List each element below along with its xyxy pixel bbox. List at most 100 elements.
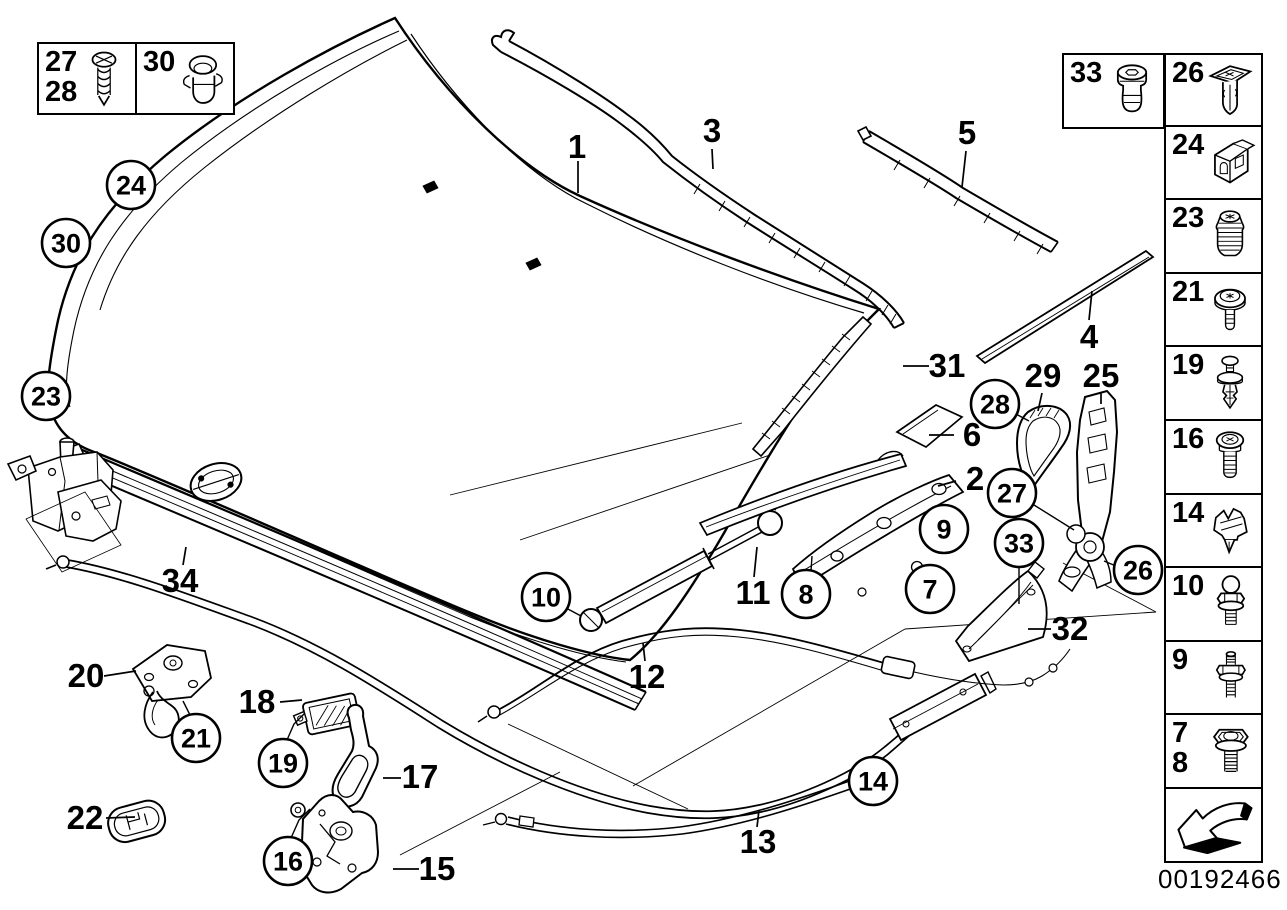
callout-27[interactable]: 27: [986, 467, 1038, 519]
leader-lines: [103, 148, 1102, 870]
callout-30[interactable]: 30: [40, 217, 92, 269]
callout-33[interactable]: 33: [993, 517, 1045, 569]
callout-31[interactable]: 31: [929, 347, 966, 384]
part-callout-number: 10: [1172, 570, 1205, 603]
callout-19[interactable]: 19: [257, 737, 309, 789]
svg-text:8: 8: [798, 580, 813, 610]
callout-26[interactable]: 26: [1112, 544, 1164, 596]
emblem-grommet-art: [189, 462, 243, 502]
sidebar-cell-16[interactable]: 16: [1164, 420, 1263, 495]
callout-28[interactable]: 28: [969, 378, 1021, 430]
callout-16[interactable]: 16: [262, 835, 314, 887]
callout-13[interactable]: 13: [740, 823, 777, 860]
callout-10[interactable]: 10: [520, 571, 572, 623]
sidebar-cell-14[interactable]: 14: [1164, 494, 1263, 569]
hinge-2-art: [698, 450, 965, 597]
svg-text:28: 28: [980, 390, 1010, 420]
hood-lock-left-art: [6, 437, 122, 573]
sidebar-cell-10[interactable]: 10: [1164, 568, 1263, 642]
sidebar-cell-19[interactable]: 19: [1164, 347, 1263, 421]
callout-25[interactable]: 25: [1083, 357, 1120, 394]
washer-screw-icon: [1201, 279, 1259, 341]
callout-14[interactable]: 14: [847, 755, 899, 807]
part-callout-number: 9: [1172, 643, 1189, 676]
callout-20[interactable]: 20: [68, 657, 105, 694]
gas-strut-art: [579, 508, 783, 632]
svg-text:9: 9: [936, 515, 951, 545]
part-callout-number: 23: [1172, 202, 1205, 235]
sidebar-cell-23[interactable]: 23: [1164, 200, 1263, 274]
legend-33-box: 33: [1062, 53, 1165, 129]
part-callout-number: 16: [1172, 422, 1205, 455]
callout-12[interactable]: 12: [629, 658, 666, 695]
callout-5[interactable]: 5: [958, 114, 976, 151]
part-callout-number: 19: [1172, 349, 1205, 382]
callout-8[interactable]: 8: [780, 568, 832, 620]
callout-32[interactable]: 32: [1052, 610, 1089, 647]
part-callout-number: 21: [1172, 275, 1205, 308]
part-callout-number: 24: [1172, 128, 1205, 161]
svg-text:7: 7: [922, 575, 937, 605]
svg-text:33: 33: [1004, 529, 1034, 559]
sidebar-cell-21[interactable]: 21: [1164, 273, 1263, 348]
sidebar-cell-33[interactable]: 33: [1064, 55, 1163, 127]
cable-12-art: [477, 627, 1071, 723]
svg-text:27: 27: [997, 479, 1027, 509]
callout-6[interactable]: 6: [963, 416, 981, 453]
part-callout-number: 14: [1172, 496, 1205, 529]
callout-1[interactable]: 1: [568, 128, 586, 165]
callout-9[interactable]: 9: [918, 503, 970, 555]
svg-text:30: 30: [51, 229, 81, 259]
callout-34[interactable]: 34: [162, 562, 199, 599]
svg-text:10: 10: [531, 583, 561, 613]
callout-17[interactable]: 17: [402, 758, 439, 795]
hinge-25-art: [1058, 389, 1119, 593]
sidebar-cell-24[interactable]: 24: [1164, 126, 1263, 201]
expansion-rivet-icon: [1201, 60, 1259, 122]
svg-text:24: 24: [116, 171, 146, 201]
flange-bolt-icon: [1201, 720, 1259, 782]
svg-text:21: 21: [181, 724, 211, 754]
loop-17-art: [331, 703, 379, 808]
bracket-32-art: [954, 561, 1048, 663]
circle-leader-lines: [182, 412, 1117, 839]
callout-21[interactable]: 21: [170, 712, 222, 764]
callout-18[interactable]: 18: [239, 683, 276, 720]
svg-text:26: 26: [1123, 556, 1153, 586]
legend-cell-30[interactable]: 30: [135, 44, 233, 113]
cable-13-art: [45, 555, 997, 839]
sidebar-cell-9[interactable]: 9: [1164, 641, 1263, 716]
ball-pin-icon: [1201, 573, 1259, 635]
callout-29[interactable]: 29: [1025, 357, 1062, 394]
callout-2[interactable]: 2: [966, 460, 984, 497]
threaded-plug-icon: [1201, 205, 1259, 267]
callout-3[interactable]: 3: [703, 112, 721, 149]
sidebar-cell-26[interactable]: 26: [1164, 53, 1263, 127]
callout-11[interactable]: 11: [736, 574, 771, 611]
callout-15[interactable]: 15: [419, 850, 456, 887]
callout-24[interactable]: 24: [105, 159, 157, 211]
image-number: 00192466: [1158, 864, 1282, 894]
sidebar-cell-30[interactable]: 30: [137, 44, 233, 113]
svg-text:16: 16: [273, 847, 303, 877]
pan-head-screw-icon: [1201, 426, 1259, 488]
push-rivet-icon: [1201, 352, 1259, 414]
stud-bolt-icon: [1201, 647, 1259, 709]
callout-4[interactable]: 4: [1080, 318, 1099, 355]
arm-29-art: [1015, 405, 1072, 491]
svg-text:23: 23: [31, 382, 61, 412]
plate-6-art: [895, 404, 964, 449]
callout-7[interactable]: 7: [904, 563, 956, 615]
callout-23[interactable]: 23: [20, 370, 72, 422]
callout-22[interactable]: 22: [67, 799, 104, 836]
print-arrow-cell[interactable]: [1164, 788, 1263, 863]
